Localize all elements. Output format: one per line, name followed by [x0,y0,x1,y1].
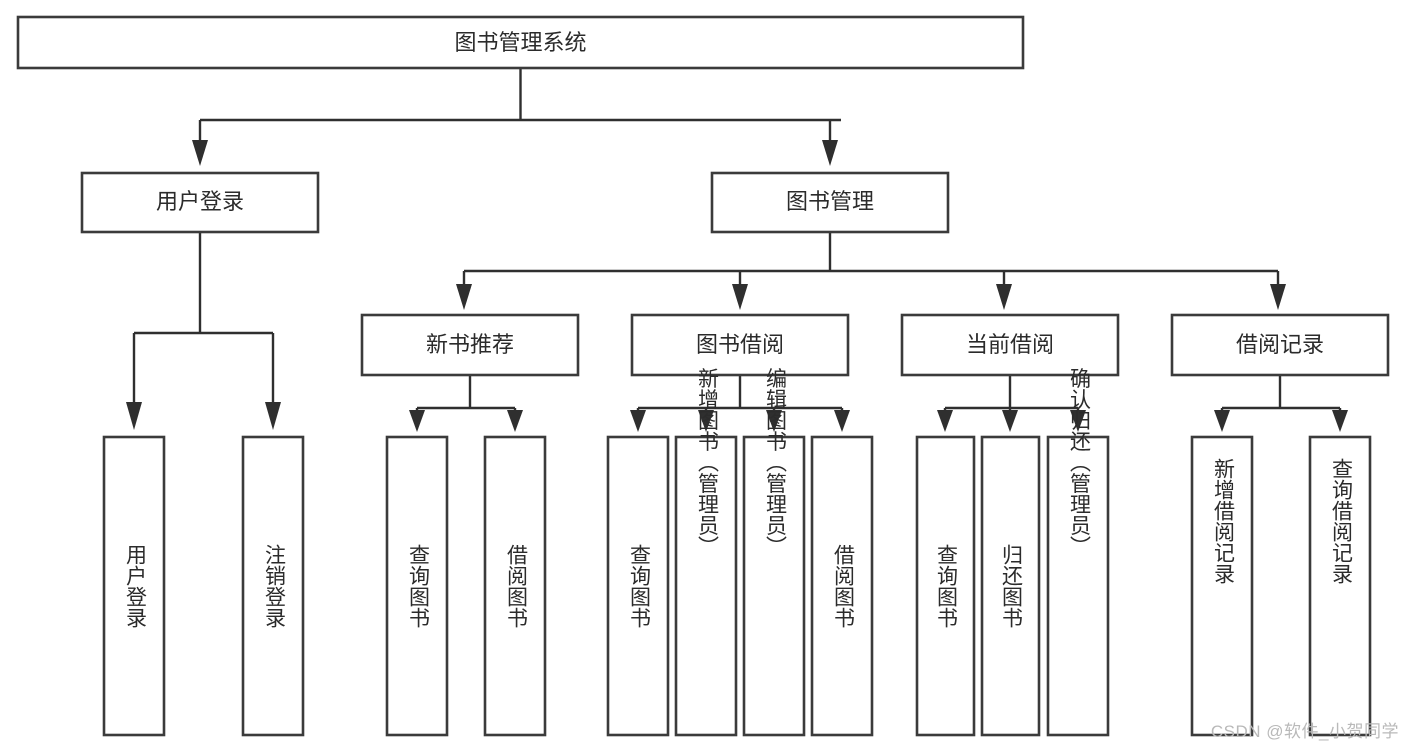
node-leaf-rec-query-label: 查询图书 [406,544,430,628]
node-root[interactable]: 图书管理系统 [16,15,1025,70]
node-leaf-rec-search-box[interactable] [1308,435,1372,737]
node-new-book-rec[interactable]: 新书推荐 [360,313,580,377]
arrow-head-current-borrow [996,284,1012,310]
node-leaf-user-login-box[interactable] [102,435,166,737]
node-book-borrow-label: 图书借阅 [696,332,784,357]
node-leaf-borrow-do-label: 借阅图书 [831,544,855,628]
node-user-login-box[interactable] [80,171,320,234]
arrow-head-leaf-cur-query [937,410,953,432]
node-new-book-rec-box[interactable] [360,313,580,377]
node-leaf-cur-return-label: 归还图书 [999,544,1023,628]
node-user-login-label: 用户登录 [156,189,244,214]
node-leaf-user-login-label: 用户登录 [123,544,147,628]
node-borrow-record-box[interactable] [1170,313,1390,377]
arrow-head-leaf-borrow-edit [766,410,782,432]
arrow-head-leaf-rec-search [1332,410,1348,432]
node-leaf-rec-borrow[interactable]: 借阅图书 [483,435,547,737]
node-leaf-borrow-do-box[interactable] [810,435,874,737]
arrow-head-new-book-rec [456,284,472,310]
node-leaf-borrow-edit-box[interactable] [742,435,806,737]
node-leaf-rec-search-label: 查询借阅记录 [1329,458,1353,584]
node-book-manage-label: 图书管理 [786,189,874,214]
node-leaf-user-login[interactable]: 用户登录 [102,435,166,737]
node-leaf-borrow-edit[interactable]: 编辑图书（管理员） [742,368,806,737]
node-leaf-cur-confirm-box[interactable] [1046,435,1110,737]
node-leaf-cur-query[interactable]: 查询图书 [915,435,976,737]
connector-group-user-login [126,232,281,430]
node-leaf-user-logout-label: 注销登录 [262,544,286,628]
arrow-head-user-login [192,140,208,166]
node-leaf-borrow-edit-label: 编辑图书（管理员） [763,368,787,557]
arrow-head-book-borrow [732,284,748,310]
arrow-head-leaf-borrow-query [630,410,646,432]
node-borrow-record-label: 借阅记录 [1236,332,1324,357]
node-leaf-borrow-add-label: 新增图书（管理员） [695,368,719,557]
node-leaf-rec-add-box[interactable] [1190,435,1254,737]
node-leaf-rec-borrow-label: 借阅图书 [504,544,528,628]
node-leaf-cur-return-box[interactable] [980,435,1041,737]
node-leaf-rec-add-label: 新增借阅记录 [1211,458,1235,584]
node-current-borrow-box[interactable] [900,313,1120,377]
node-leaf-borrow-query-box[interactable] [606,435,670,737]
node-leaf-rec-borrow-box[interactable] [483,435,547,737]
node-borrow-record[interactable]: 借阅记录 [1170,313,1390,377]
node-leaf-borrow-add-box[interactable] [674,435,738,737]
node-leaf-cur-confirm[interactable]: 确认归还（管理员） [1046,368,1110,737]
node-leaf-user-logout[interactable]: 注销登录 [241,435,305,737]
arrow-head-leaf-cur-return [1002,410,1018,432]
arrow-head-leaf-rec-borrow [507,410,523,432]
node-book-manage-box[interactable] [710,171,950,234]
connector-group-current-borrow [937,375,1086,432]
node-current-borrow[interactable]: 当前借阅 [900,313,1120,377]
connector-group-new-book-rec [409,375,523,432]
node-root-label: 图书管理系统 [454,30,586,55]
node-book-borrow[interactable]: 图书借阅 [630,313,850,377]
csdn-watermark: CSDN @软件_小贺同学 [1210,722,1399,741]
node-leaf-borrow-query[interactable]: 查询图书 [606,435,670,737]
node-leaf-cur-confirm-label: 确认归还（管理员） [1067,368,1091,557]
node-root-box[interactable] [16,15,1025,70]
node-leaf-rec-query-box[interactable] [385,435,449,737]
node-leaf-rec-add[interactable]: 新增借阅记录 [1190,435,1254,737]
node-leaf-user-logout-box[interactable] [241,435,305,737]
arrow-head-leaf-borrow-do [834,410,850,432]
node-leaf-borrow-query-label: 查询图书 [627,544,651,628]
arrow-head-borrow-record [1270,284,1286,310]
arrow-head-leaf-rec-query [409,410,425,432]
node-user-login[interactable]: 用户登录 [80,171,320,234]
arrow-head-leaf-borrow-add [698,410,714,432]
node-new-book-rec-label: 新书推荐 [426,332,514,357]
node-leaf-borrow-add[interactable]: 新增图书（管理员） [674,368,738,737]
node-current-borrow-label: 当前借阅 [966,332,1054,357]
arrow-head-leaf-user-login [126,402,142,430]
arrow-head-book-manage [822,140,838,166]
arrow-head-leaf-rec-add [1214,410,1230,432]
arrow-head-leaf-cur-confirm [1070,410,1086,432]
node-leaf-cur-query-label: 查询图书 [934,544,958,628]
node-book-borrow-box[interactable] [630,313,850,377]
connector-group-book-borrow [630,375,850,432]
connector-group-root [192,68,841,166]
node-leaf-cur-return[interactable]: 归还图书 [980,435,1041,737]
node-leaf-cur-query-box[interactable] [915,435,976,737]
node-leaf-rec-search[interactable]: 查询借阅记录 [1308,435,1372,737]
node-leaf-rec-query[interactable]: 查询图书 [385,435,449,737]
arrow-head-leaf-user-logout [265,402,281,430]
connector-group-book-manage [456,232,1286,310]
node-book-manage[interactable]: 图书管理 [710,171,950,234]
node-leaf-borrow-do[interactable]: 借阅图书 [810,435,874,737]
connector-group-borrow-record [1214,375,1348,432]
